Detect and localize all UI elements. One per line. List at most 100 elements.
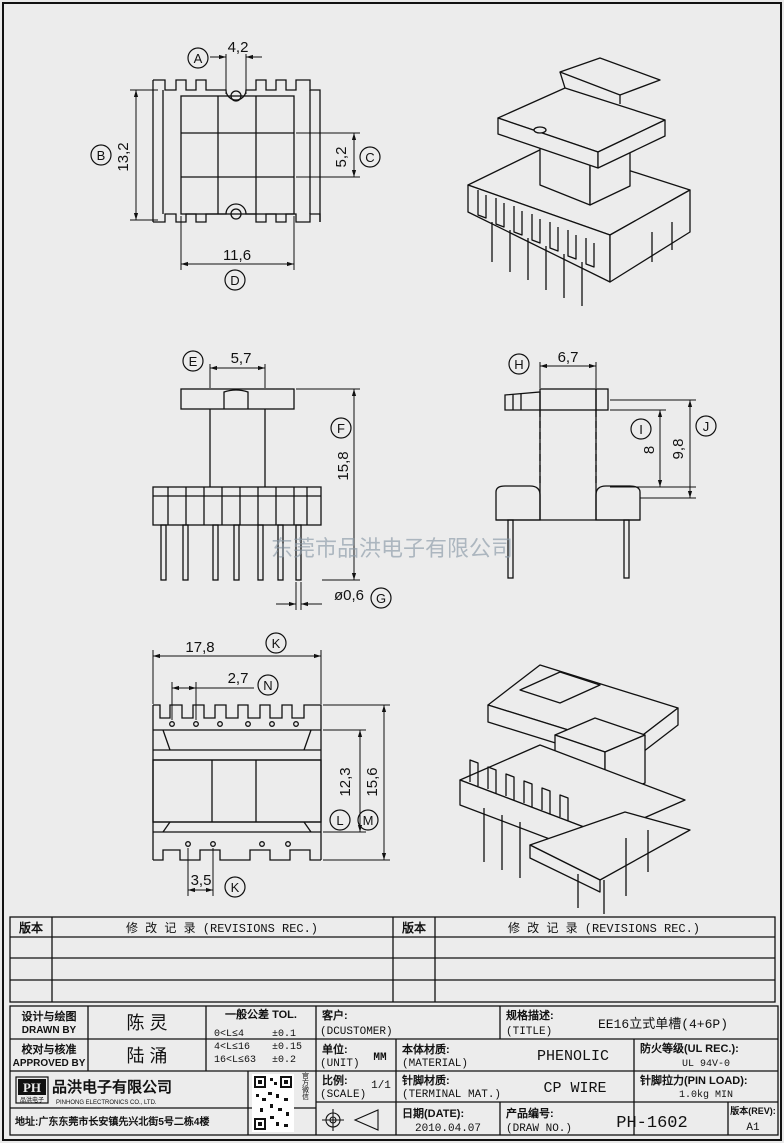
svg-text:M: M [363,813,374,828]
callout-M: M [357,809,379,831]
approver-label-en: APPROVED BY [13,1058,86,1069]
svg-text:A: A [194,51,203,66]
bottom-view [152,704,322,861]
qr-side-label: 官方微信 [302,1071,310,1101]
callout-I: I [630,418,652,440]
designer-name: 陈 灵 [126,1013,167,1033]
callout-E: E [182,350,204,372]
drawno-label-en: (DRAW NO.) [506,1123,572,1135]
callout-D: D [224,269,246,291]
svg-text:I: I [639,422,643,437]
callout-K-top: K [265,632,287,654]
dim-K-bottom-value: 3,5 [191,872,212,889]
svg-text:C: C [365,150,374,165]
rev-label: 版本(REV): [729,1105,776,1116]
dim-H-value: 6,7 [558,349,579,366]
svg-text:品洪电子: 品洪电子 [20,1096,44,1104]
title-label-cn: 规格描述: [506,1008,554,1022]
company-name-cn: 品洪电子有限公司 [52,1078,172,1096]
top-view [152,79,321,223]
svg-text:L: L [336,813,343,828]
tol-range-2: 4<L≤16 [214,1042,250,1053]
isometric-view-top [467,57,691,306]
designer-label-cn: 设计与绘图 [22,1009,77,1023]
callout-K-bottom: K [224,876,246,898]
isometric-view-bottom [459,664,691,914]
svg-text:N: N [263,678,272,693]
scale-label-en: (SCALE) [320,1089,366,1101]
svg-text:G: G [376,591,386,606]
title-block [9,1005,779,1136]
tol-range-3: 16<L≤63 [214,1055,256,1066]
unit-label-en: (UNIT) [320,1058,360,1070]
dim-A-value: 4,2 [228,39,249,56]
dim-I-value: 8 [641,446,658,454]
dim-C-value: 5,2 [333,147,350,168]
approver-name: 陆 涌 [126,1046,167,1066]
date-value: 2010.04.07 [415,1123,481,1135]
product-title: EE16立式单槽(4+6P) [598,1017,728,1032]
title-label-en: (TITLE) [506,1026,552,1038]
svg-text:J: J [703,419,710,434]
rev-rec-header-right: 修 改 记 录 (REVISIONS REC.) [508,920,700,936]
svg-text:B: B [97,148,106,163]
dim-F-value: 15,8 [335,451,352,480]
callout-A: A [187,47,209,69]
fire-value: UL 94V-0 [682,1059,730,1070]
drawing-number: PH-1602 [616,1114,687,1133]
tol-value-2: ±0.15 [272,1042,302,1053]
svg-text:D: D [230,273,239,288]
callout-L: L [329,809,351,831]
pin-load-label: 针脚拉力(PIN LOAD): [640,1073,748,1087]
dim-B-value: 13,2 [115,142,132,171]
terminal-value: CP WIRE [543,1080,606,1097]
rev-version-header-left: 版本 [19,920,43,935]
terminal-label-en: (TERMINAL MAT.) [402,1089,501,1101]
material-value: PHENOLIC [537,1048,609,1065]
tol-range-1: 0<L≤4 [214,1029,244,1040]
svg-text:PH: PH [23,1080,41,1095]
svg-text:K: K [231,880,240,895]
callout-F: F [330,417,352,439]
scale-label-cn: 比例: [322,1073,348,1087]
rev-value: A1 [746,1122,760,1134]
drawno-label-cn: 产品编号: [506,1106,554,1120]
unit-value: MM [373,1052,387,1064]
material-label-en: (MATERIAL) [402,1058,468,1070]
side-view-dims [539,362,696,499]
date-label: 日期(DATE): [402,1106,464,1120]
material-label-cn: 本体材质: [402,1042,450,1056]
dim-J-value: 9,8 [670,439,687,460]
revisions-table [9,916,776,1003]
tol-value-3: ±0.2 [272,1055,296,1066]
svg-text:K: K [272,636,281,651]
customer-label-en: (DCUSTOMER) [320,1026,393,1038]
dim-L-value: 12,3 [337,767,354,796]
svg-text:F: F [337,421,345,436]
rev-version-header-right: 版本 [402,920,426,935]
unit-label-cn: 单位: [322,1042,348,1056]
callout-G: G [370,587,392,609]
company-address: 地址:广东东莞市长安镇先兴北街5号二栋4楼 [15,1115,209,1128]
tol-value-1: ±0.1 [272,1029,296,1040]
fire-label: 防火等级(UL REC.): [640,1041,739,1055]
terminal-label-cn: 针脚材质: [402,1073,450,1087]
svg-text:E: E [189,354,198,369]
designer-label-en: DRAWN BY [22,1025,77,1036]
pin-load-value: 1.0kg MIN [679,1089,733,1101]
dim-E-value: 5,7 [231,350,252,367]
scale-value: 1/1 [371,1080,391,1092]
approver-label-cn: 校对与核准 [22,1042,77,1056]
dim-G-value: ø0,6 [334,587,364,604]
dim-N-value: 2,7 [228,670,249,687]
front-view [152,388,322,581]
watermark-text: 东莞市品洪电子有限公司 [271,537,513,562]
side-view [495,388,641,579]
callout-J: J [695,415,717,437]
dim-D-value: 11,6 [223,247,251,264]
projection-symbol [322,1109,379,1131]
dim-M-value: 15,6 [364,767,381,796]
callout-C: C [359,146,381,168]
callout-N: N [257,674,279,696]
